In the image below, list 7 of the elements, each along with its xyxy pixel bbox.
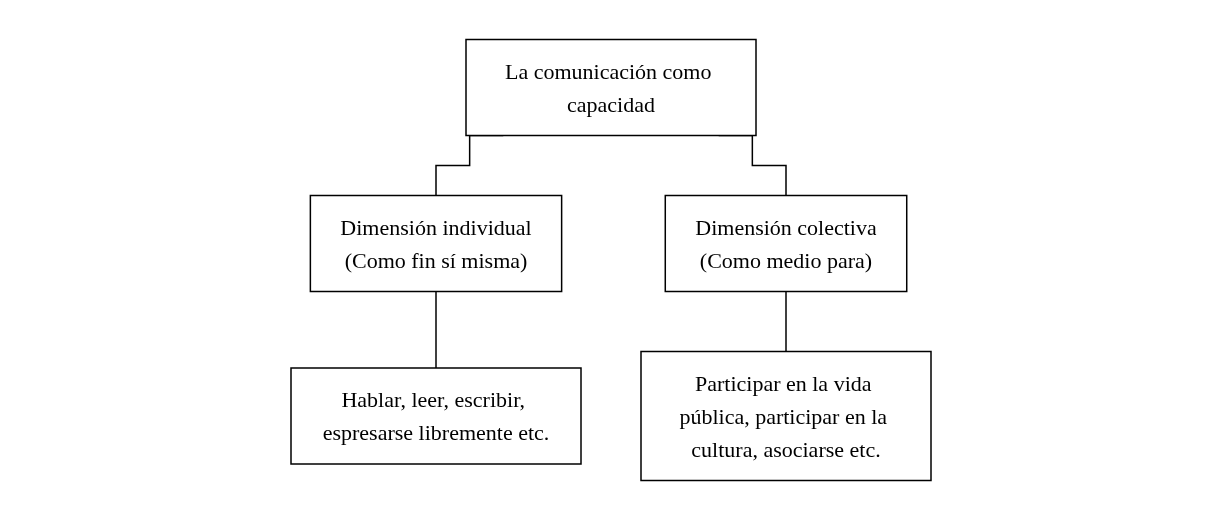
node-box: Participar en la vida pública, participar en la cultura, asociarse etc. (640, 350, 932, 482)
node-box: Dimensión colectiva (Como medio para) (664, 194, 908, 293)
node-box: La comunicación como capacidad (465, 38, 757, 137)
connector (435, 290, 437, 369)
node-box: Hablar, leer, escribir, espresarse libremente etc. (290, 367, 582, 465)
connector (785, 290, 787, 353)
node-box: Dimensión individual (Como fin sí misma) (309, 194, 563, 293)
